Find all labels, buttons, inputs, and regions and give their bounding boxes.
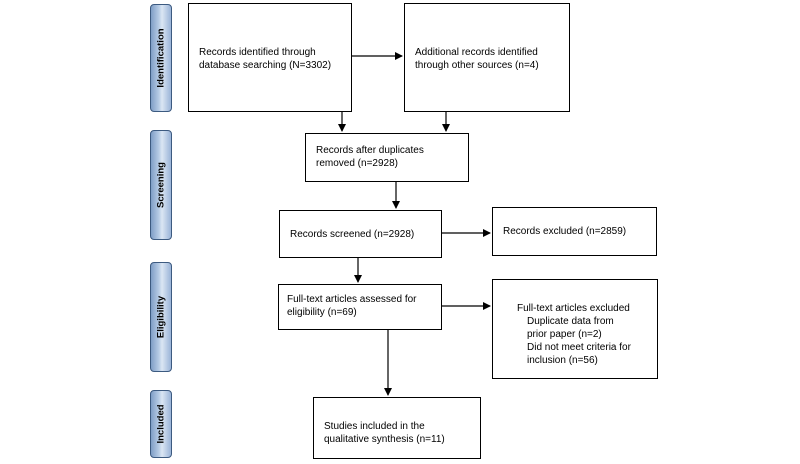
box-other-sources: Additional records identified through ot… xyxy=(404,3,570,112)
after-duplicates-line2: removed (n=2928) xyxy=(316,158,398,169)
box-records-excluded: Records excluded (n=2859) xyxy=(492,207,657,256)
included-line1: Studies included in the xyxy=(324,421,425,432)
reason1-line2: prior paper (n=2) xyxy=(527,329,602,340)
fulltext-assessed-line1: Full-text articles assessed for xyxy=(287,294,417,305)
records-excluded-text: Records excluded (n=2859) xyxy=(503,226,627,237)
fulltext-assessed-line2: eligibility (n=69) xyxy=(287,307,357,318)
other-sources-line2: through other sources (n=4) xyxy=(415,60,539,71)
db-search-line1: Records identified through xyxy=(199,47,316,58)
db-search-line2: database searching (N=3302) xyxy=(199,60,332,71)
box-fulltext-excluded: Full-text articles excluded Duplicate da… xyxy=(492,279,658,379)
box-after-duplicates: Records after duplicates removed (n=2928… xyxy=(305,133,469,182)
phase-identification: Identification xyxy=(150,4,172,112)
after-duplicates-line1: Records after duplicates xyxy=(316,145,424,156)
fulltext-excluded-title: Full-text articles excluded xyxy=(517,303,630,314)
box-studies-included: Studies included in the qualitative synt… xyxy=(313,397,481,459)
reason2-line2: inclusion (n=56) xyxy=(527,355,598,366)
reason1-line1: Duplicate data from xyxy=(527,316,614,327)
phase-included: Included xyxy=(150,390,172,458)
reason2-line1: Did not meet criteria for xyxy=(527,342,631,353)
box-fulltext-assessed: Full-text articles assessed for eligibil… xyxy=(278,284,442,330)
phase-screening: Screening xyxy=(150,130,172,240)
box-records-screened: Records screened (n=2928) xyxy=(279,210,442,258)
included-line2: qualitative synthesis (n=11) xyxy=(324,434,445,445)
phase-eligibility: Eligibility xyxy=(150,262,172,372)
other-sources-line1: Additional records identified xyxy=(415,47,538,58)
records-screened-text: Records screened (n=2928) xyxy=(290,229,415,240)
box-database-search: Records identified through database sear… xyxy=(188,3,352,112)
